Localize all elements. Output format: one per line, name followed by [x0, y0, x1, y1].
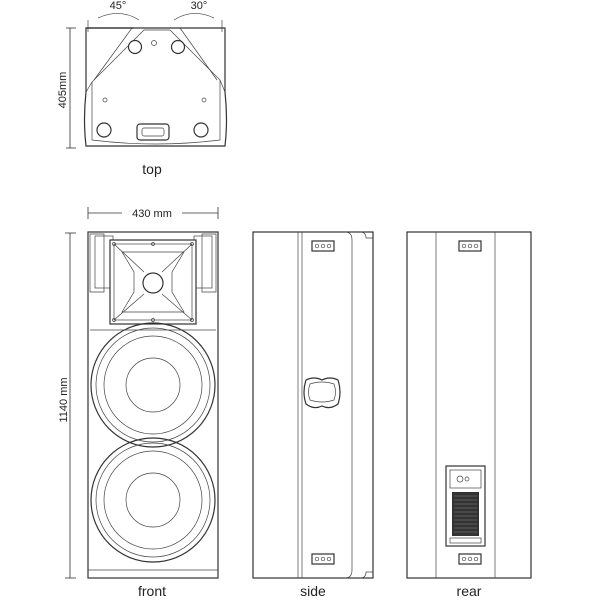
top-screw-r — [201, 97, 207, 103]
front-panel-left — [89, 233, 105, 293]
side-bottom-corner — [359, 571, 373, 579]
side-view: side — [252, 231, 374, 599]
rear-heatsink — [452, 492, 479, 536]
top-rigging-point-right — [170, 39, 186, 55]
side-rigging-top-holes — [314, 243, 332, 249]
side-view-label: side — [300, 583, 326, 599]
top-handle-inner — [141, 127, 165, 137]
top-edge-r — [219, 79, 226, 93]
horn-diag-1 — [113, 243, 145, 273]
top-diag-r — [179, 27, 218, 81]
horn-inner — [113, 243, 193, 321]
side-cabinet-outline — [252, 231, 374, 579]
front-view: front — [87, 231, 219, 599]
rear-connector-plate — [449, 469, 482, 489]
rear-rigging-bottom-holes — [461, 556, 479, 562]
top-diag-l — [93, 27, 133, 81]
front-cabinet-outline — [87, 231, 219, 579]
side-rigging-bottom — [311, 553, 335, 565]
top-rigging-point-left — [127, 39, 143, 55]
depth-dimension-label: 405mm — [57, 72, 69, 109]
rear-rigging-top — [458, 240, 482, 252]
top-screw-l — [102, 97, 108, 103]
height-dimension: 1140 mm — [58, 232, 76, 579]
rear-rigging-top-holes — [461, 243, 479, 249]
side-handle-inner — [308, 381, 336, 403]
angle-arc-right — [173, 13, 215, 21]
angle-right-label: 30° — [191, 0, 208, 12]
side-back-curve — [344, 231, 353, 579]
side-rigging-top — [311, 240, 335, 252]
width-label-bg — [122, 206, 182, 218]
horn-diag-3 — [113, 293, 145, 321]
rear-rigging-bottom — [458, 553, 482, 565]
top-foot-right — [193, 122, 209, 138]
rear-view-label: rear — [457, 583, 482, 599]
top-edge-l — [85, 81, 93, 93]
rear-heatsink-fins — [454, 495, 477, 533]
front-tab-right — [193, 235, 213, 289]
top-view-label: top — [142, 161, 162, 177]
horn-diag-2 — [161, 243, 193, 273]
horn-flare — [121, 251, 185, 313]
side-handle — [303, 377, 341, 409]
rear-view: rear — [406, 231, 532, 599]
front-panel-right — [201, 233, 217, 293]
horn-screws — [112, 242, 194, 322]
rear-connector-2 — [464, 476, 470, 482]
top-inner-outline — [91, 29, 221, 145]
side-top-corner — [359, 231, 373, 239]
woofer-upper — [90, 322, 216, 448]
rear-cabinet-outline — [406, 231, 532, 579]
woofer-lower — [90, 437, 216, 563]
side-rigging-bottom-holes — [314, 556, 332, 562]
horn-throat — [142, 272, 164, 294]
top-foot-left — [96, 122, 112, 138]
top-view: 45° 30° 405mm top — [57, 0, 228, 177]
top-cabinet-outline — [83, 27, 228, 147]
front-view-label: front — [138, 583, 166, 599]
rear-connector-1 — [456, 475, 464, 483]
rear-panel-footer — [449, 537, 482, 544]
top-center-point — [151, 40, 157, 46]
width-dimension: 430 mm — [87, 206, 219, 220]
angle-arc-left — [97, 13, 140, 21]
horn-diag-4 — [161, 293, 193, 321]
width-dimension-label: 430 mm — [132, 208, 172, 220]
height-dimension-label: 1140 mm — [58, 377, 70, 422]
angle-left-label: 45° — [110, 0, 127, 12]
